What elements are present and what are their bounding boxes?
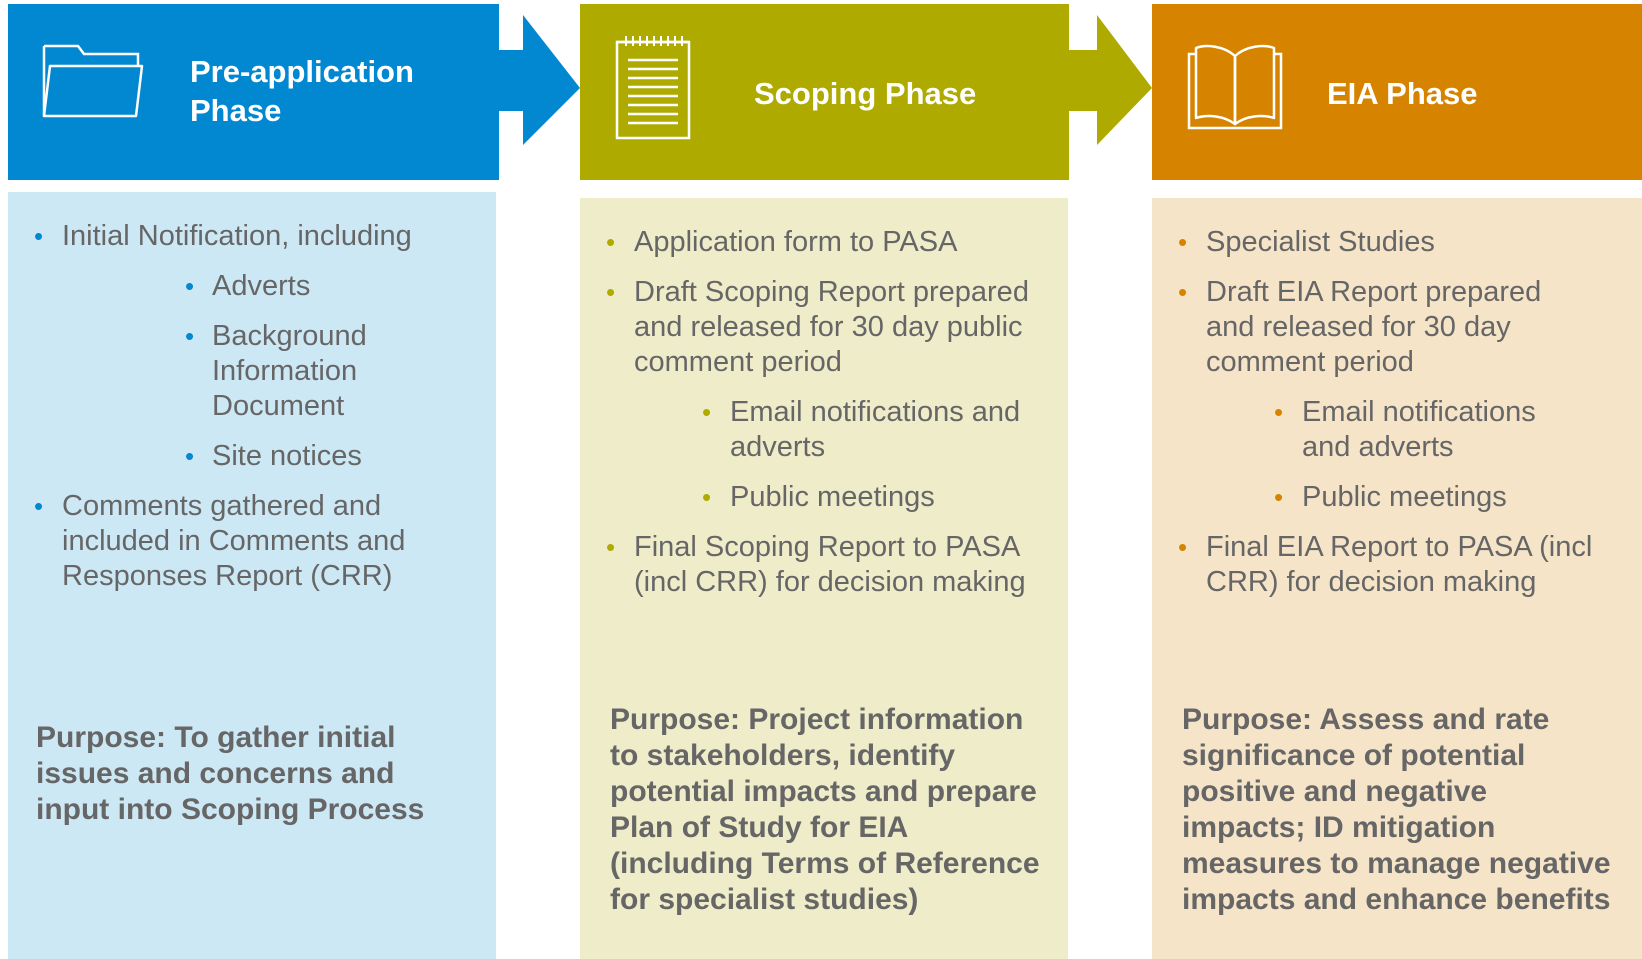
phase-content-eia: • Specialist Studies • Draft EIA Report … [1152, 198, 1642, 959]
list-item-text: Application form to PASA [634, 226, 958, 258]
list-item: • Specialist Studies [1152, 225, 1642, 260]
list-item-text: Draft Scoping Report prepared and releas… [634, 276, 1029, 378]
phase-header-pre-application: Pre-application Phase [8, 4, 499, 180]
sub-list-item: • Background Information Document [62, 319, 496, 424]
bullet-icon: • [185, 441, 195, 471]
sub-list-item: • Public meetings [634, 480, 1048, 515]
sub-item-text: Public meetings [1302, 481, 1507, 513]
phase-title-line: Scoping Phase [754, 76, 977, 111]
bullet-icon: • [1178, 532, 1188, 562]
phase-title-line: Pre-application [190, 54, 414, 89]
phase-title: Pre-application Phase [190, 52, 414, 130]
sub-item-text: Public meetings [730, 481, 935, 513]
bullet-icon: • [185, 271, 195, 301]
phase-content-pre-application: • Initial Notification, including • Adver… [8, 192, 496, 959]
phase-header-eia: EIA Phase [1152, 4, 1642, 180]
purpose-text: Purpose: Assess and rate significance of… [1182, 703, 1611, 916]
list-item: • Final EIA Report to PASA (incl CRR) fo… [1152, 530, 1642, 600]
bullet-icon: • [702, 397, 712, 427]
bullet-icon: • [185, 321, 195, 351]
notepad-icon [615, 36, 691, 140]
list-item: • Initial Notification, including • Adver… [8, 219, 496, 474]
book-icon [1187, 44, 1283, 130]
list-item-text: Draft EIA Report prepared and released f… [1206, 276, 1542, 378]
list-item-text: Final EIA Report to PASA (incl CRR) for … [1206, 531, 1593, 598]
phase-content-scoping: • Application form to PASA • Draft Scopi… [580, 198, 1068, 959]
sub-item-text: Email notifications and adverts [1302, 396, 1536, 463]
list-item: • Comments gathered and included in Comm… [8, 489, 496, 594]
bullet-list: • Initial Notification, including • Adver… [8, 219, 496, 594]
purpose-text: Purpose: Project information to stakehol… [610, 703, 1040, 916]
bullet-icon: • [606, 227, 616, 257]
phase-title-line: EIA Phase [1327, 76, 1478, 111]
bullet-icon: • [1274, 397, 1284, 427]
list-item-text: Comments gathered and included in Commen… [62, 490, 406, 592]
sub-list-item: • Email notifications and adverts [634, 395, 1048, 465]
sub-item-text: Email notifications and adverts [730, 396, 1021, 463]
sub-item-text: Adverts [212, 270, 311, 302]
arrow-icon [499, 15, 580, 145]
arrow-icon [1069, 15, 1152, 145]
bullet-list: • Application form to PASA • Draft Scopi… [580, 225, 1068, 600]
sub-list-item: • Email notifications and adverts [1206, 395, 1592, 465]
sub-list-item: • Site notices [62, 439, 496, 474]
bullet-icon: • [1274, 482, 1284, 512]
bullet-list: • Specialist Studies • Draft EIA Report … [1152, 225, 1642, 600]
sub-list: • Email notifications and adverts • Public… [634, 395, 1048, 515]
purpose-text: Purpose: To gather initial issues and co… [36, 721, 425, 826]
bullet-icon: • [606, 277, 616, 307]
list-item-text: Specialist Studies [1206, 226, 1435, 258]
list-item: • Draft Scoping Report prepared and rele… [580, 275, 1068, 515]
bullet-icon: • [34, 221, 44, 251]
sub-list: • Adverts • Background Information Documen… [62, 269, 496, 474]
bullet-icon: • [702, 482, 712, 512]
list-item-text: Final Scoping Report to PASA (incl CRR) … [634, 531, 1026, 598]
bullet-icon: • [1178, 227, 1188, 257]
bullet-icon: • [606, 532, 616, 562]
phase-title-line: Phase [190, 93, 282, 128]
sub-list: • Email notifications and adverts • Public… [1206, 395, 1592, 515]
phase-header-scoping: Scoping Phase [580, 4, 1069, 180]
list-item-text: Initial Notification, including [62, 220, 412, 252]
bullet-icon: • [1178, 277, 1188, 307]
sub-list-item: • Adverts [62, 269, 496, 304]
sub-list-item: • Public meetings [1206, 480, 1592, 515]
bullet-icon: • [34, 491, 44, 521]
list-item: • Application form to PASA [580, 225, 1068, 260]
folder-icon [42, 44, 144, 118]
sub-item-text: Background Information Document [212, 320, 367, 422]
phase-title: Scoping Phase [754, 74, 976, 113]
phase-title: EIA Phase [1327, 74, 1477, 113]
list-item: • Draft EIA Report prepared and released… [1152, 275, 1642, 515]
list-item: • Final Scoping Report to PASA (incl CRR… [580, 530, 1068, 600]
sub-item-text: Site notices [212, 440, 362, 472]
